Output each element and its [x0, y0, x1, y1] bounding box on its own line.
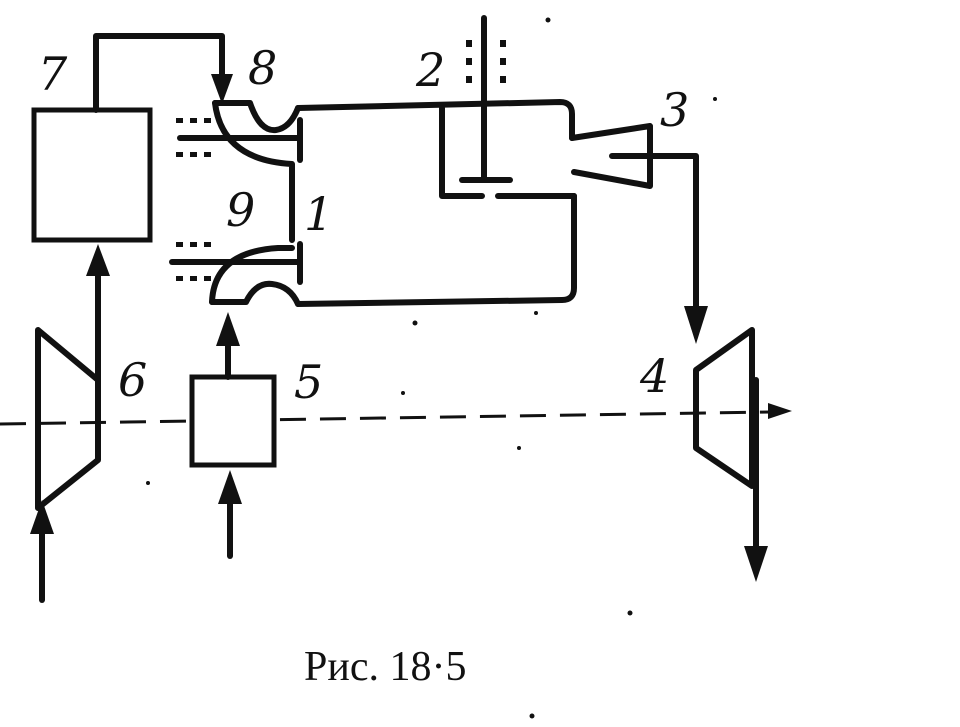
label-5: 5 — [294, 355, 323, 409]
outlet-arrow-4 — [744, 546, 768, 582]
chamber-top-wall — [295, 99, 575, 141]
flow-line-7-to-8 — [93, 33, 225, 113]
nozzle-9-dots — [176, 242, 211, 281]
shaft-axis-arrowhead — [768, 403, 792, 419]
flow-arrow-into-7 — [86, 244, 110, 276]
nozzle-9-lower — [209, 280, 301, 307]
scan-speckles — [146, 17, 717, 719]
label-4: 4 — [639, 349, 669, 403]
component-4-turbine — [693, 327, 755, 489]
component-7-box — [31, 107, 153, 243]
figure-caption: Рис. 18·5 — [304, 644, 466, 690]
chamber-bottom-wall — [295, 193, 577, 307]
flow-arrow-into-9 — [216, 312, 240, 346]
label-2: 2 — [415, 43, 445, 97]
inlet-arrow-5 — [218, 470, 242, 504]
label-9: 9 — [226, 183, 255, 237]
label-6: 6 — [118, 353, 147, 407]
flow-arrow-into-8 — [211, 74, 233, 104]
label-1: 1 — [304, 187, 333, 241]
label-3: 3 — [660, 83, 689, 137]
component-2-dots — [466, 40, 506, 83]
component-5-box — [189, 374, 277, 468]
flow-line-3-to-4 — [609, 153, 699, 323]
shaft-axis — [0, 410, 771, 426]
component-2-housing — [439, 105, 485, 199]
nozzle-8-inner — [212, 100, 295, 243]
label-7: 7 — [38, 47, 68, 101]
nozzle-8-body — [212, 100, 301, 134]
component-6-compressor — [35, 327, 101, 511]
flow-arrow-into-4 — [684, 306, 708, 344]
nozzle-8-dots — [176, 118, 211, 157]
inlet-arrow-6 — [30, 500, 54, 534]
label-8: 8 — [248, 41, 277, 95]
